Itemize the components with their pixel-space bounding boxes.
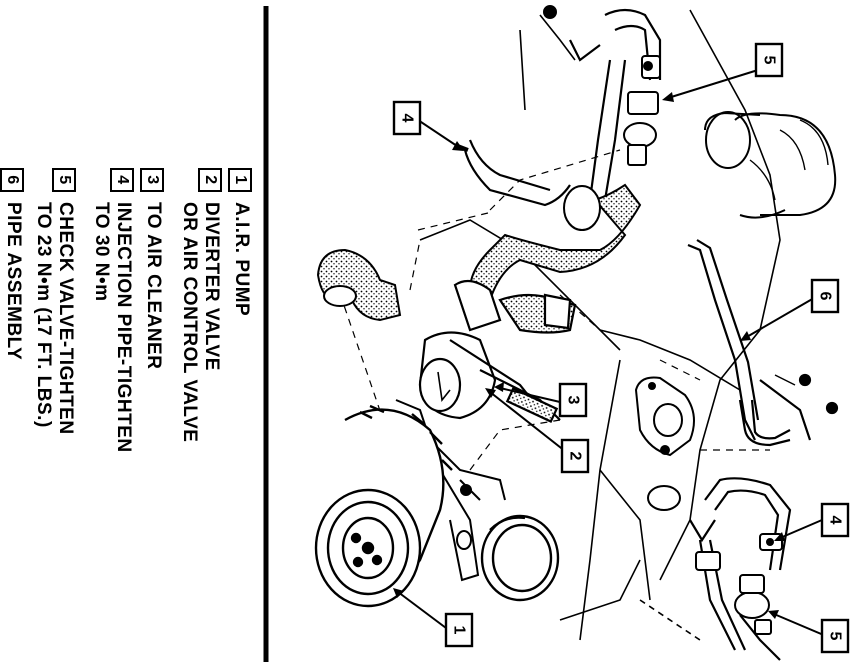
leader-arrowheads — [393, 92, 785, 619]
pulley — [480, 514, 560, 602]
pipe-assembly — [687, 239, 839, 447]
callout-box-3: 3 — [558, 382, 588, 418]
upper-hose — [468, 183, 642, 302]
upper-check-valve — [543, 5, 661, 166]
callout-label-4b: 4 — [827, 516, 844, 525]
callout-box-2: 2 — [560, 438, 590, 474]
callout-label-1: 1 — [451, 626, 468, 635]
air-pump — [314, 404, 453, 608]
callout-box-5a: 5 — [754, 42, 784, 78]
callout-label-3: 3 — [565, 396, 582, 405]
callout-box-6: 6 — [810, 278, 840, 314]
callout-label-4a: 4 — [399, 114, 416, 123]
callout-box-5b: 5 — [820, 618, 850, 654]
air-cleaner-housing — [704, 111, 837, 219]
callout-label-5b: 5 — [827, 632, 844, 641]
callout-box-1: 1 — [444, 612, 474, 648]
callout-label-5a: 5 — [761, 56, 778, 65]
lower-check-valve — [695, 533, 783, 635]
leader-lines — [397, 69, 827, 637]
diverter-valve — [418, 279, 577, 423]
callout-label-6: 6 — [817, 292, 834, 301]
callout-box-4b: 4 — [820, 502, 850, 538]
air-cleaner-hose — [316, 248, 402, 322]
manifold-plate — [634, 376, 695, 511]
callout-box-4a: 4 — [392, 100, 422, 136]
engine-outline — [419, 9, 781, 641]
callout-label-2: 2 — [567, 452, 584, 461]
